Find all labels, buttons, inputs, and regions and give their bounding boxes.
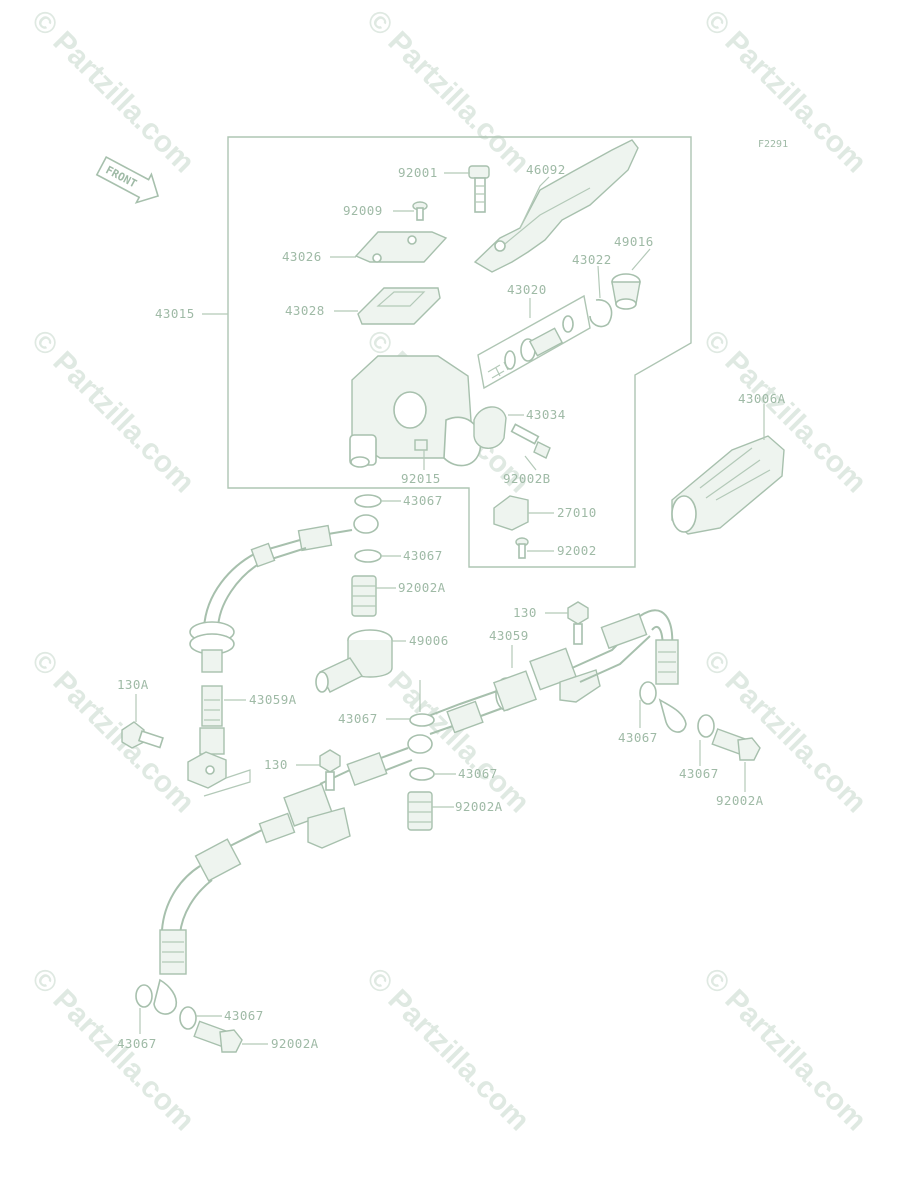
cap-hole: [372, 253, 382, 263]
callout-43067: 43067: [403, 493, 443, 508]
watermark: © Partzilla.com: [697, 962, 873, 1138]
clamp-bolt: [510, 423, 551, 459]
circlip: [589, 299, 613, 328]
hose-joint: [315, 629, 393, 693]
banjo-bolt: [407, 791, 433, 831]
callout-92002: 92002: [557, 543, 597, 558]
callout-43067: 43067: [338, 711, 378, 726]
cap-hole: [407, 235, 417, 245]
watermark: © Partzilla.com: [25, 644, 201, 820]
watermark-layer: © Partzilla.com © Partzilla.com © Partzi…: [25, 4, 873, 1138]
callout-43059: 43059: [489, 628, 529, 643]
callout-130: 130: [513, 605, 537, 620]
callout-43022: 43022: [572, 252, 612, 267]
leader-lines: [135, 172, 765, 1045]
watermark: © Partzilla.com: [25, 324, 201, 500]
front-arrow-icon: FRONT: [95, 156, 160, 204]
callout-43015: 43015: [155, 306, 195, 321]
clamp: [473, 406, 507, 449]
crush-washer: [639, 681, 657, 705]
callout-43067: 43067: [117, 1036, 157, 1051]
bracket-bolt-130-top: [567, 601, 589, 645]
callout-92009: 92009: [343, 203, 383, 218]
callout-43067: 43067: [224, 1008, 264, 1023]
callout-130: 130: [264, 757, 288, 772]
callout-43006A: 43006A: [738, 391, 786, 406]
reservoir-cap: [354, 231, 448, 263]
figure-code: F2291: [758, 139, 788, 150]
switch-mount-screw: [515, 537, 529, 559]
dust-boot: [611, 273, 641, 310]
callout-92002B: 92002B: [503, 471, 551, 486]
master-cylinder-body: [349, 355, 482, 468]
watermark: © Partzilla.com: [360, 962, 536, 1138]
callout-43028: 43028: [285, 303, 325, 318]
watermark: © Partzilla.com: [25, 4, 201, 180]
hose-bracket-block: [187, 751, 251, 797]
brake-switch: [493, 495, 529, 531]
banjo-bolt: [193, 1020, 243, 1053]
crush-washer: [354, 549, 382, 563]
pivot-bolt: [468, 165, 490, 213]
crush-washer: [354, 494, 382, 508]
callout-130A: 130A: [117, 677, 149, 692]
switch-screw: [414, 439, 428, 451]
assembly-outline-43015: [227, 136, 692, 568]
callout-92002A: 92002A: [271, 1036, 319, 1051]
callout-43067: 43067: [458, 766, 498, 781]
callout-43026: 43026: [282, 249, 322, 264]
banjo-bolt: [711, 728, 761, 761]
callout-43020: 43020: [507, 282, 547, 297]
brake-hose-43059A: [189, 514, 379, 755]
callout-43059A: 43059A: [249, 692, 297, 707]
brake-hose-lower: [153, 734, 433, 1015]
callout-46092: 46092: [526, 162, 566, 177]
bracket-bolt-130A: [121, 721, 164, 749]
callout-43067: 43067: [618, 730, 658, 745]
callout-92001: 92001: [398, 165, 438, 180]
callout-49016: 49016: [614, 234, 654, 249]
callout-49006: 49006: [409, 633, 449, 648]
piston-kit-outline: [477, 294, 591, 390]
crush-washer: [179, 1006, 197, 1030]
crush-washer: [697, 714, 715, 738]
crush-washer: [409, 767, 435, 781]
callout-92015: 92015: [401, 471, 441, 486]
callout-27010: 27010: [557, 505, 597, 520]
brake-lever: [473, 139, 639, 273]
callout-43067: 43067: [403, 548, 443, 563]
callout-43067: 43067: [679, 766, 719, 781]
brake-hose-43059: [417, 609, 687, 735]
callout-92002A: 92002A: [716, 793, 764, 808]
crush-washer: [135, 984, 153, 1008]
banjo-bolt: [351, 575, 377, 617]
callout-92002A: 92002A: [398, 580, 446, 595]
watermark: © Partzilla.com: [25, 962, 201, 1138]
callout-labels: 92001 46092 92009 43026 49016 43022 4302…: [117, 162, 786, 1051]
crush-washer: [409, 713, 435, 727]
watermark: © Partzilla.com: [360, 4, 536, 180]
callout-43034: 43034: [526, 407, 566, 422]
callout-92002A: 92002A: [455, 799, 503, 814]
piston-kit: [487, 315, 574, 379]
watermark: © Partzilla.com: [697, 4, 873, 180]
cap-screw: [412, 201, 428, 221]
bracket-bolt-130-mid: [319, 749, 341, 791]
lever-cover: [671, 435, 785, 535]
